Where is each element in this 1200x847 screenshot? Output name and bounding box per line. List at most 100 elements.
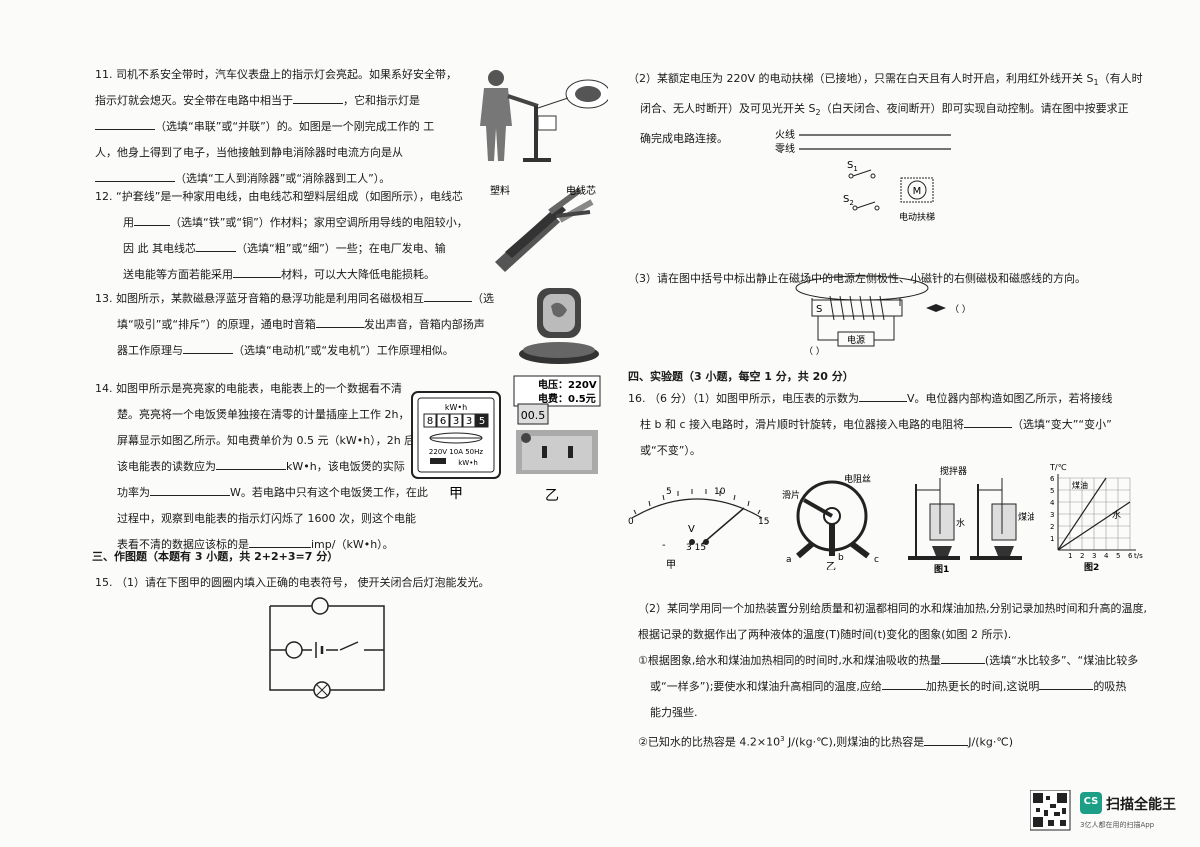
terminal-minus: - bbox=[662, 540, 666, 551]
q12-blank-2[interactable] bbox=[196, 239, 236, 252]
q12-text-f: 材料，可以大大降低电能损耗。 bbox=[281, 268, 435, 281]
q16-blank-1[interactable] bbox=[858, 389, 907, 402]
q12-text-a: 用 bbox=[123, 216, 134, 229]
q16-text-e: 或“不变”）。 bbox=[640, 444, 701, 457]
switch-icon bbox=[339, 641, 359, 651]
potentiometer-figure: 滑片 电阻丝 a b c 乙 bbox=[782, 473, 879, 570]
q13-blank-2[interactable] bbox=[315, 315, 364, 328]
q15-2-text-a: （2）某额定电压为 220V 的电动扶梯（已接地），只需在白天且有人时开启，利用… bbox=[628, 72, 1094, 85]
voltmeter-pointer bbox=[701, 507, 745, 545]
q16-2-text-h: J/(kg·℃),则煤油的比热容是 bbox=[784, 735, 925, 749]
q16-2-blank-4[interactable] bbox=[924, 733, 969, 746]
q16-2-line1: （2）某同学用同一个加热装置分别给质量和初温都相同的水和煤油加热,分别记录加热时… bbox=[638, 602, 1147, 615]
label-wirecore: 电线芯 bbox=[566, 184, 596, 197]
meter-unit: kW•h bbox=[445, 403, 467, 412]
tick-15: 15 bbox=[758, 517, 769, 527]
q11-text-b: ，它和指示灯是 bbox=[343, 94, 420, 107]
q14-blank-2[interactable] bbox=[150, 483, 230, 496]
ytick-2: 2 bbox=[1050, 523, 1054, 531]
motor-symbol: M bbox=[913, 186, 922, 197]
energy-meter-figure: kW•h 8 6 3 3 5 220V 10A 50Hz kW•h 甲 bbox=[411, 391, 501, 502]
q13-text-f: （选填“电动机”或“发电机”）工作原理相似。 bbox=[233, 344, 454, 357]
q12-blank-3[interactable] bbox=[233, 265, 281, 278]
q11-blank-3[interactable] bbox=[95, 169, 175, 182]
q13-text-e: 器工作原理与 bbox=[117, 344, 183, 357]
question-11: 11. 司机不系安全带时，汽车仪表盘上的指示灯会亮起。如果系好安全带， 指示灯就… bbox=[95, 62, 465, 192]
q13-blank-3[interactable] bbox=[183, 341, 233, 354]
graph-ylabel: T/℃ bbox=[1049, 463, 1067, 472]
question-16-2: （2）某同学用同一个加热装置分别给质量和初温都相同的水和煤油加热,分别记录加热时… bbox=[628, 596, 1173, 756]
voltmeter-unit: V bbox=[688, 524, 695, 535]
tick-5: 5 bbox=[666, 487, 672, 497]
meter-digit-2: 6 bbox=[440, 416, 446, 427]
q14-text-e: 表看不清的数据应该标的是 bbox=[117, 538, 249, 551]
xtick-6: 6 bbox=[1128, 552, 1133, 560]
xtick-5: 5 bbox=[1116, 552, 1120, 560]
q16-2-text-b: (选填“水比较多”、“煤油比较多 bbox=[984, 654, 1139, 667]
q16-2-blank-3[interactable] bbox=[1039, 677, 1094, 690]
q16-2-line2: 根据记录的数据作出了两种液体的温度(T)随时间(t)变化的图象(如图 2 所示)… bbox=[638, 628, 1012, 641]
q14-blank-3[interactable] bbox=[249, 535, 311, 548]
label-jia: 甲 bbox=[449, 486, 463, 502]
q11-blank-2[interactable] bbox=[95, 117, 155, 130]
q15-2-text-b: （有人时 bbox=[1098, 72, 1143, 85]
q12-text-d: （选填“粗”或“细”）一些；在电厂发电、输 bbox=[236, 242, 446, 255]
xtick-4: 4 bbox=[1104, 552, 1109, 560]
q14-blank-1[interactable] bbox=[216, 457, 286, 470]
q11-blank-1[interactable] bbox=[293, 91, 343, 104]
paren-needle-pole[interactable]: （ ） bbox=[950, 304, 971, 315]
q16-2-text-i: J/(kg·℃) bbox=[968, 735, 1014, 749]
q14-line3: 屏幕显示如图乙所示。知电费单价为 0.5 元（kW•h），2h 后 bbox=[117, 434, 416, 447]
q15-2-text-d: （白天闭合、夜间断开）即可实现自动控制。请在图中按要求正 bbox=[820, 102, 1129, 116]
meter-unit-2: kW•h bbox=[458, 459, 478, 467]
socket-display: 00.5 bbox=[521, 409, 546, 422]
question-12: 12. “护套线”是一种家用电线，由电线芯和塑料层组成（如图所示），电线芯 用（… bbox=[95, 184, 485, 288]
meter-circle-mid[interactable] bbox=[285, 641, 303, 659]
power-source-label: 电源 bbox=[847, 334, 865, 346]
q14-text-b: kW•h，该电饭煲的实际 bbox=[286, 460, 405, 473]
kerosene-label: 煤油 bbox=[1018, 511, 1034, 523]
slider-label: 滑片 bbox=[782, 489, 800, 501]
q12-text-b: （选填“铁”或“铜”）作材料；家用空调所用导线的电阻较小， bbox=[170, 216, 468, 229]
live-wire-label: 火线 bbox=[775, 128, 795, 141]
q16-2-blank-1[interactable] bbox=[940, 651, 985, 664]
q13-text-b: （选 bbox=[472, 292, 494, 305]
socket-fee: 电费：0.5元 bbox=[538, 392, 596, 405]
q16-text-c: 柱 b 和 c 接入电路时，滑片顺时针旋转，电位器接入电路的电阻将 bbox=[640, 418, 965, 431]
voltmeter-terminals: 3 15 bbox=[686, 543, 706, 553]
ytick-4: 4 bbox=[1050, 499, 1055, 507]
circuit-15-2: 火线 零线 S1 S2 M 电动扶梯 bbox=[775, 128, 951, 223]
ytick-5: 5 bbox=[1050, 487, 1054, 495]
meter-digits: 8 6 3 3 5 bbox=[423, 413, 489, 428]
q16-2-blank-2[interactable] bbox=[881, 677, 926, 690]
solenoid-figure: S 电源 （ ） （ ） bbox=[795, 275, 971, 356]
question-15-1: 15. （1）请在下图甲的圆圈内填入正确的电表符号， 使开关闭合后灯泡能发光。 bbox=[95, 576, 490, 589]
q16-2-text-a: ①根据图象,给水和煤油加热相同的时间时,水和煤油吸收的热量 bbox=[638, 654, 941, 667]
question-14: 14. 如图甲所示是亮亮家的电能表，电能表上的一个数据看不清 楚。亮亮将一个电饭… bbox=[95, 376, 428, 558]
q14-line6: 过程中，观察到电能表的指示灯闪烁了 1600 次，则这个电能 bbox=[117, 512, 416, 525]
meter-digit-3: 3 bbox=[453, 416, 459, 427]
circuit-15-1 bbox=[269, 597, 385, 699]
label-yi: 乙 bbox=[545, 488, 559, 504]
section-4-title: 四、实验题（3 小题，每空 1 分，共 20 分） bbox=[628, 370, 854, 383]
ytick-1: 1 bbox=[1050, 535, 1054, 543]
socket-voltage: 电压：220V bbox=[538, 378, 597, 391]
q12-text-c: 因 此 其电线芯 bbox=[123, 242, 196, 255]
q13-blank-1[interactable] bbox=[424, 289, 472, 302]
q12-blank-1[interactable] bbox=[134, 213, 170, 226]
q14-line1: 14. 如图甲所示是亮亮家的电能表，电能表上的一个数据看不清 bbox=[95, 382, 402, 395]
kerosene-line bbox=[1057, 477, 1107, 551]
label-plastic: 塑料 bbox=[490, 184, 510, 197]
kerosene-curve-label: 煤油 bbox=[1072, 480, 1088, 490]
xtick-1: 1 bbox=[1068, 552, 1072, 560]
fig2-label: 图2 bbox=[1084, 562, 1099, 573]
paren-source-polarity[interactable]: （ ） bbox=[804, 346, 825, 356]
watermark-subtitle: 3亿人都在用的扫描App bbox=[1080, 821, 1155, 829]
ytick-3: 3 bbox=[1050, 511, 1054, 519]
meter-circle-top[interactable] bbox=[311, 597, 329, 615]
solenoid-s-label: S bbox=[816, 304, 822, 315]
q16-blank-2[interactable] bbox=[964, 415, 1013, 428]
q16-2-text-e: 的吸热 bbox=[1093, 680, 1127, 693]
question-13: 13. 如图所示，某款磁悬浮蓝牙音箱的悬浮功能是利用同名磁极相互（选 填“吸引”… bbox=[95, 286, 505, 364]
